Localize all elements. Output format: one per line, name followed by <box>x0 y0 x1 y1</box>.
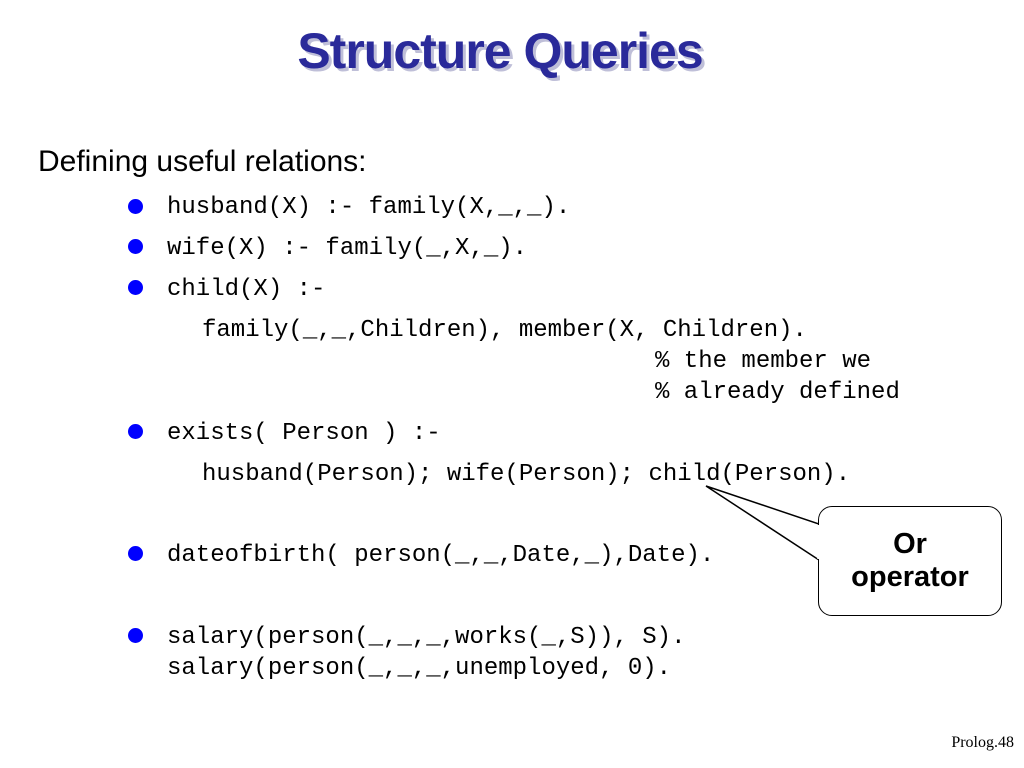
bullet-icon <box>128 199 143 214</box>
or-operator-callout: Or operator <box>818 506 1002 616</box>
bullet-icon <box>128 280 143 295</box>
code-child-body: family(_,_,Children), member(X, Children… <box>202 317 807 344</box>
code-child-comment-2: % already defined <box>655 379 900 406</box>
slide-number: Prolog.48 <box>951 734 1014 751</box>
code-child-head: child(X) :- <box>167 276 326 303</box>
callout-line-1: Or <box>893 527 927 560</box>
intro-text: Defining useful relations: <box>38 145 367 178</box>
code-salary-2: salary(person(_,_,_,unemployed, 0). <box>167 655 672 682</box>
code-wife: wife(X) :- family(_,X,_). <box>167 235 528 262</box>
code-dateofbirth: dateofbirth( person(_,_,Date,_),Date). <box>167 542 715 569</box>
code-salary-1: salary(person(_,_,_,works(_,S)), S). <box>167 624 686 651</box>
bullet-icon <box>128 424 143 439</box>
slide-title: Structure Queries <box>297 23 703 79</box>
code-husband: husband(X) :- family(X,_,_). <box>167 194 571 221</box>
code-exists-head: exists( Person ) :- <box>167 420 441 447</box>
bullet-icon <box>128 628 143 643</box>
bullet-icon <box>128 239 143 254</box>
callout-line-2: operator <box>851 561 969 593</box>
bullet-icon <box>128 546 143 561</box>
code-exists-body: husband(Person); wife(Person); child(Per… <box>202 461 851 488</box>
code-child-comment-1: % the member we <box>655 348 872 375</box>
